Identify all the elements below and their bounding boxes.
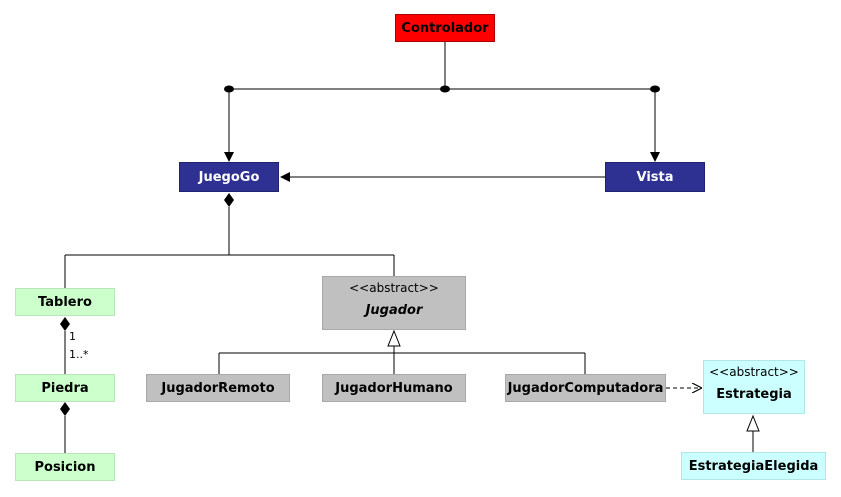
inheritance-triangle <box>387 329 401 347</box>
node-juegogo[interactable]: JuegoGo <box>179 162 279 192</box>
node-label: Controlador <box>401 20 489 36</box>
composition-diamond <box>60 317 70 331</box>
node-controlador[interactable]: Controlador <box>395 14 495 42</box>
estrategia-generalization <box>746 414 760 453</box>
node-label: Estrategia <box>716 387 792 402</box>
node-posicion[interactable]: Posicion <box>15 453 115 481</box>
node-label: Tablero <box>38 294 92 310</box>
node-vista[interactable]: Vista <box>605 162 705 192</box>
node-jugador-humano[interactable]: JugadorHumano <box>322 374 466 402</box>
controlador-connectors <box>224 42 660 162</box>
node-jugador[interactable]: <<abstract>> Jugador <box>322 276 466 330</box>
multiplicity-label: 1..* <box>69 348 89 361</box>
junction-dot <box>224 85 234 93</box>
node-piedra[interactable]: Piedra <box>15 374 115 402</box>
node-jugador-computadora[interactable]: JugadorComputadora <box>505 374 666 402</box>
node-label: JugadorRemoto <box>161 380 275 396</box>
node-label: Posicion <box>34 459 96 475</box>
node-label: JuegoGo <box>198 169 260 185</box>
inheritance-triangle <box>746 414 760 432</box>
node-jugador-remoto[interactable]: JugadorRemoto <box>146 374 290 402</box>
composition-diamond <box>224 193 234 207</box>
juegogo-composition <box>64 193 395 289</box>
node-label: Jugador <box>365 303 423 318</box>
node-stereotype: <<abstract>> <box>709 365 799 379</box>
node-label: EstrategiaElegida <box>688 458 819 474</box>
node-label: JugadorComputadora <box>507 380 664 396</box>
piedra-posicion-composition <box>60 402 70 454</box>
junction-dot <box>440 85 450 93</box>
jugador-generalization <box>218 329 586 374</box>
junction-dot <box>650 85 660 93</box>
node-stereotype: <<abstract>> <box>349 281 439 295</box>
multiplicity-label: 1 <box>69 330 76 343</box>
node-label: JugadorHumano <box>335 380 453 396</box>
node-estrategia-elegida[interactable]: EstrategiaElegida <box>681 452 826 480</box>
node-label: Vista <box>636 169 674 185</box>
composition-diamond <box>60 402 70 416</box>
node-estrategia[interactable]: <<abstract>> Estrategia <box>703 360 805 414</box>
node-tablero[interactable]: Tablero <box>15 288 115 316</box>
tablero-piedra-composition <box>60 317 70 375</box>
node-label: Piedra <box>41 380 89 396</box>
